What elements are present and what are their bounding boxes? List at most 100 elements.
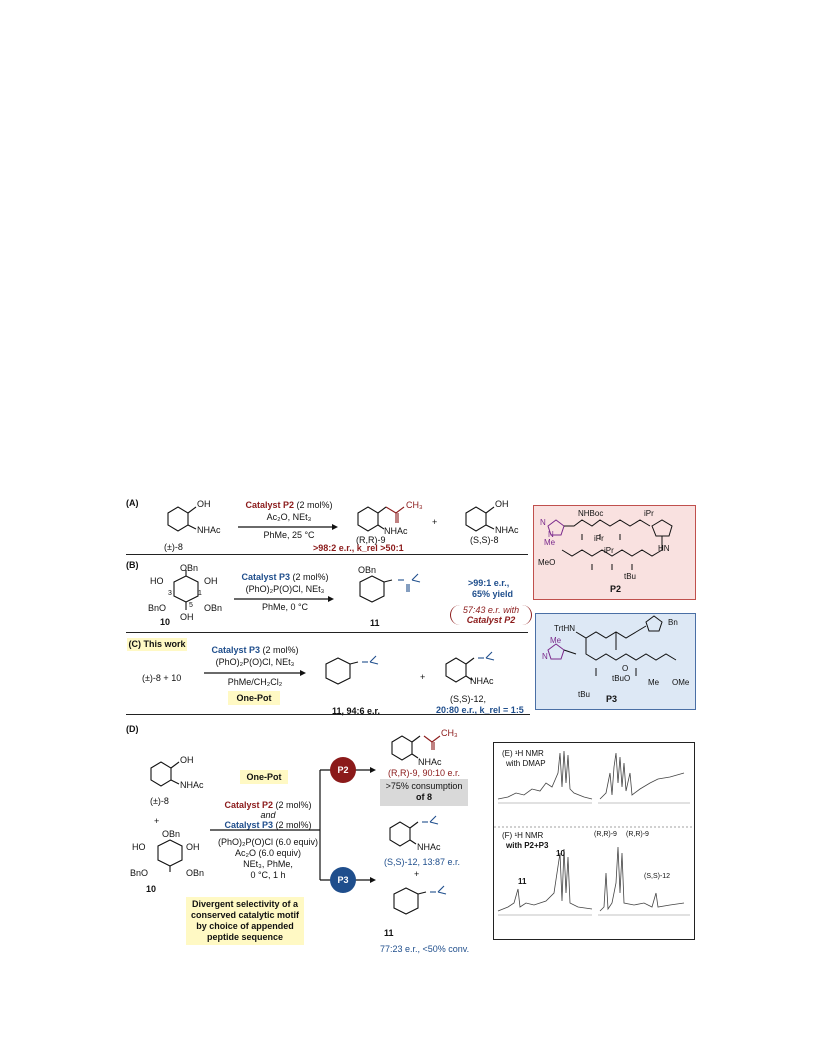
p2-g3: iPr	[604, 546, 614, 555]
b-g4: OBn	[204, 603, 223, 613]
nmr-peak-ss: (S,S)-12	[644, 873, 671, 880]
b-g5: OH	[180, 612, 194, 622]
d-consumption2: of 8	[415, 792, 432, 802]
b-note2: Catalyst P2	[466, 615, 516, 625]
a-reagents: Ac₂O, NEt₃	[266, 512, 312, 522]
b-p-obn: OBn	[358, 565, 377, 575]
divider-cd	[126, 714, 530, 715]
a-ch3: CH₃	[406, 500, 423, 510]
d-sm1-label: (±)-8	[150, 796, 169, 806]
structure-10	[173, 570, 199, 610]
b-catalyst-amt: (2 mol%)	[292, 572, 329, 582]
b-n3: 3	[168, 590, 172, 597]
p3-g3: N	[542, 652, 548, 661]
d-cat1-amt: (2 mol%)	[275, 800, 312, 810]
structure-9	[357, 506, 405, 532]
d-structure-10	[157, 839, 183, 872]
p3-g0: TrtHN	[554, 624, 576, 633]
p3-g1: Bn	[668, 618, 678, 627]
nmr-panel: (E) ¹H NMR with DMAP (F) ¹H NMR with P2+…	[493, 742, 695, 940]
a-oh: OH	[197, 499, 211, 509]
p2-g2: iPr	[644, 509, 654, 518]
a-selectivity: >98:2 e.r., k_rel >50:1	[313, 543, 404, 553]
c-sm-label: (±)-8 + 10	[142, 673, 182, 683]
p2-g1: iPr	[594, 534, 604, 543]
b-sm-label: 10	[160, 617, 171, 627]
a-catalyst: Catalyst P2	[245, 500, 294, 510]
c-reagents: (PhO)₂P(O)Cl, NEt₃	[215, 657, 295, 667]
c-product2-sel: 20:80 e.r., k_rel = 1:5	[436, 705, 524, 715]
p3-g8: OMe	[672, 678, 690, 687]
nmr-peak11: 11	[518, 877, 527, 886]
d-p2-circle: P2	[330, 757, 356, 783]
b-g2: OH	[204, 576, 218, 586]
structure-ss8	[465, 506, 495, 532]
d-oh: OH	[180, 755, 194, 765]
b-g3: BnO	[148, 603, 167, 613]
d-plus: +	[154, 816, 160, 826]
d-prodC-label: 11	[384, 928, 394, 938]
p2-g5: MeO	[538, 558, 556, 567]
d-divergent: Divergent selectivity of a conserved cat…	[186, 897, 304, 945]
d-structure-9	[391, 735, 441, 761]
b-n5: 5	[189, 602, 193, 609]
c-product2-label: (S,S)-12,	[450, 694, 487, 704]
b-reagents: (PhO)₂P(O)Cl, NEt₃	[245, 584, 325, 594]
d-nhac: NHAc	[180, 780, 204, 790]
c-structure-12	[445, 651, 495, 683]
d-structure-12	[389, 815, 439, 847]
nmr-e-title: (E) ¹H NMR	[502, 749, 544, 758]
nmr-peak10: 10	[556, 849, 565, 858]
b-result2: 65% yield	[472, 589, 514, 599]
b-solvent: PhMe, 0 °C	[261, 602, 309, 612]
section-b-label: (B)	[126, 560, 139, 570]
d-cat1: Catalyst P2	[224, 800, 273, 810]
p2-g4: tBu	[624, 572, 637, 581]
c-structure-11	[325, 655, 379, 685]
c-solvent: PhMe/CH₂Cl₂	[227, 677, 283, 687]
a-solvent: PhMe, 25 °C	[263, 530, 315, 540]
b-product-label: 11	[370, 618, 380, 628]
d-reagent3: NEt₃, PhMe,	[243, 859, 293, 869]
p2-g8: N	[540, 518, 546, 527]
c-product1-label: 11, 94:6 e.r.	[332, 706, 381, 716]
d-g3: BnO	[130, 868, 149, 878]
c-catalyst-amt: (2 mol%)	[262, 645, 299, 655]
catalyst-p3-box: TrtHN Bn Me N O tBuO tBu Me OMe P3	[535, 613, 696, 710]
c-nhac: NHAc	[470, 676, 494, 686]
p3-g4: O	[622, 664, 629, 673]
d-g4: OBn	[186, 868, 205, 878]
catalyst-p2-box: NHBoc iPr iPr iPr tBu MeO Me HN N N P2	[533, 505, 696, 600]
d-g1: HO	[132, 842, 146, 852]
p3-structure	[547, 615, 677, 676]
p2-g0: NHBoc	[578, 509, 604, 518]
a-product1-label: (R,R)-9	[356, 535, 386, 545]
b-result1: >99:1 e.r.,	[468, 578, 510, 588]
b-g0: OBn	[180, 563, 199, 573]
nmr-peak-rr2: (R,R)-9	[626, 831, 649, 838]
nmr-peak-rr1: (R,R)-9	[594, 831, 617, 838]
a-arrow	[238, 524, 338, 530]
c-onepot: One-Pot	[228, 691, 280, 705]
d-reagent1: (PhO)₂P(O)Cl (6.0 equiv)	[217, 837, 318, 847]
d-consumption1: >75% consumption	[385, 781, 463, 791]
b-n1: 1	[198, 590, 202, 597]
d-cat2: Catalyst P3	[224, 820, 273, 830]
d-prodA-label: (R,R)-9, 90:10 e.r.	[388, 768, 461, 778]
p3-g7: Me	[648, 678, 660, 687]
d-sm2-label: 10	[146, 884, 157, 894]
d-p-nhac: NHAc	[418, 757, 442, 767]
d-p12-nhac: NHAc	[417, 842, 441, 852]
a-product2-label: (S,S)-8	[470, 535, 499, 545]
d-reagent2: Ac₂O (6.0 equiv)	[234, 848, 302, 858]
b-catalyst: Catalyst P3	[241, 572, 290, 582]
d-reagent4: 0 °C, 1 h	[250, 870, 286, 880]
d-structure-11	[393, 885, 447, 915]
d-g0: OBn	[162, 829, 181, 839]
p2-label: P2	[610, 584, 622, 594]
nmr-e-sub: with DMAP	[506, 759, 546, 768]
section-c-label: (C) This work	[127, 638, 187, 651]
d-g2: OH	[186, 842, 200, 852]
c-arrow	[204, 670, 306, 676]
d-onepot: One-Pot	[240, 770, 288, 784]
